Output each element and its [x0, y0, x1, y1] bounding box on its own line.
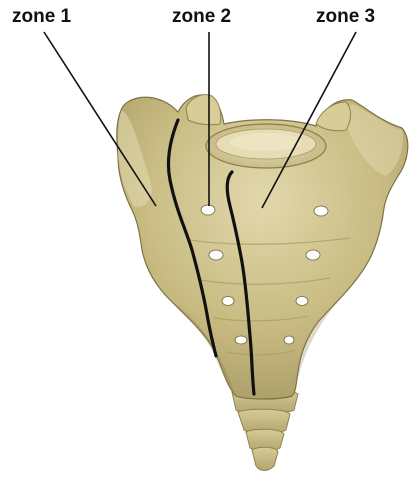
- zone-3-label: zone 3: [316, 6, 375, 28]
- foramen-right-2: [306, 250, 320, 260]
- foramen-left-2: [209, 250, 223, 260]
- foramen-right-3: [296, 297, 308, 306]
- zone-1-label: zone 1: [12, 6, 71, 28]
- foramen-right-1: [314, 206, 328, 216]
- zone-2-label: zone 2: [172, 6, 231, 28]
- coccyx: [232, 389, 298, 470]
- sacrum: [117, 95, 408, 399]
- foramen-right-4: [284, 336, 294, 344]
- foramen-left-1: [201, 205, 215, 215]
- foramen-left-4: [235, 336, 247, 344]
- foramen-left-3: [222, 297, 234, 306]
